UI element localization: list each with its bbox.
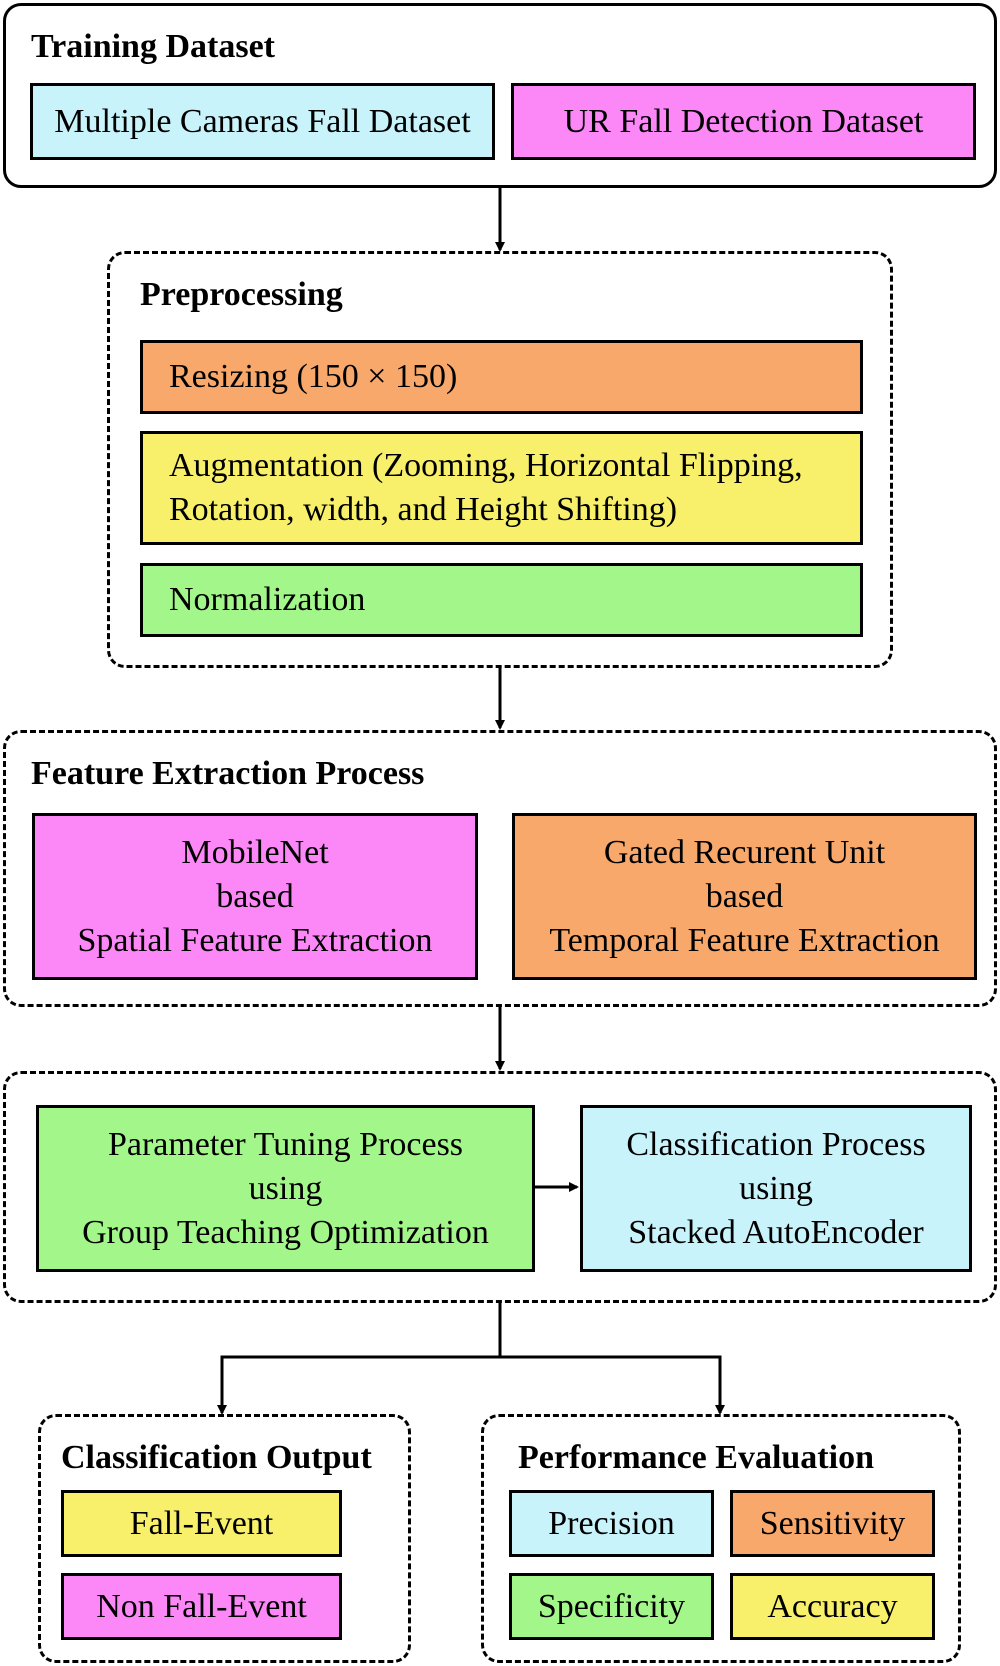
step-resizing-label: Resizing (150 × 150) [169,358,458,395]
step-normalization-label: Normalization [169,581,366,618]
feature-extraction-title: Feature Extraction Process [31,755,425,792]
metric-accuracy-label: Accuracy [767,1587,898,1625]
arrow-to-output [217,1355,500,1415]
arrow-to-evaluation [500,1355,725,1415]
output-fall-event: Fall-Event [61,1490,342,1557]
performance-evaluation-title: Performance Evaluation [518,1439,874,1476]
metric-sensitivity: Sensitivity [730,1490,935,1557]
parameter-tuning-label: Parameter Tuning Process using Group Tea… [82,1125,489,1251]
feature-extraction-group: Feature Extraction Process MobileNet bas… [3,730,997,1007]
metric-specificity: Specificity [509,1573,714,1640]
classification-stage-group: Parameter Tuning Process using Group Tea… [3,1071,997,1303]
parameter-tuning-process: Parameter Tuning Process using Group Tea… [36,1105,535,1272]
temporal-feature-extraction: Gated Recurent Unit based Temporal Featu… [512,813,977,980]
step-normalization: Normalization [140,563,863,637]
metric-precision-label: Precision [548,1504,675,1542]
step-resizing: Resizing (150 × 150) [140,340,863,414]
output-non-fall-event: Non Fall-Event [61,1573,342,1640]
step-augmentation: Augmentation (Zooming, Horizontal Flippi… [140,431,863,545]
spatial-feature-extraction: MobileNet based Spatial Feature Extracti… [32,813,478,980]
metric-sensitivity-label: Sensitivity [759,1504,906,1542]
dataset-multiple-cameras: Multiple Cameras Fall Dataset [30,83,495,160]
classification-output-group: Classification Output Fall-Event Non Fal… [38,1414,411,1663]
output-non-fall-event-label: Non Fall-Event [96,1587,307,1625]
metric-specificity-label: Specificity [537,1587,686,1625]
classification-output-title: Classification Output [61,1439,372,1476]
temporal-feature-extraction-label: Gated Recurent Unit based Temporal Featu… [549,833,940,959]
dataset-ur-fall-label: UR Fall Detection Dataset [563,102,924,140]
spatial-feature-extraction-label: MobileNet based Spatial Feature Extracti… [77,833,433,959]
metric-precision: Precision [509,1490,714,1557]
training-dataset-title: Training Dataset [31,28,275,65]
classification-process-label: Classification Process using Stacked Aut… [626,1125,926,1251]
preprocessing-group: Preprocessing Resizing (150 × 150) Augme… [107,251,893,668]
classification-process: Classification Process using Stacked Aut… [580,1105,972,1272]
performance-evaluation-group: Performance Evaluation Precision Sensiti… [481,1414,961,1663]
dataset-multiple-cameras-label: Multiple Cameras Fall Dataset [54,102,471,140]
preprocessing-title: Preprocessing [140,276,343,313]
output-fall-event-label: Fall-Event [129,1504,274,1542]
training-dataset-group: Training Dataset Multiple Cameras Fall D… [3,3,997,188]
step-augmentation-label: Augmentation (Zooming, Horizontal Flippi… [169,447,803,528]
dataset-ur-fall: UR Fall Detection Dataset [511,83,976,160]
metric-accuracy: Accuracy [730,1573,935,1640]
